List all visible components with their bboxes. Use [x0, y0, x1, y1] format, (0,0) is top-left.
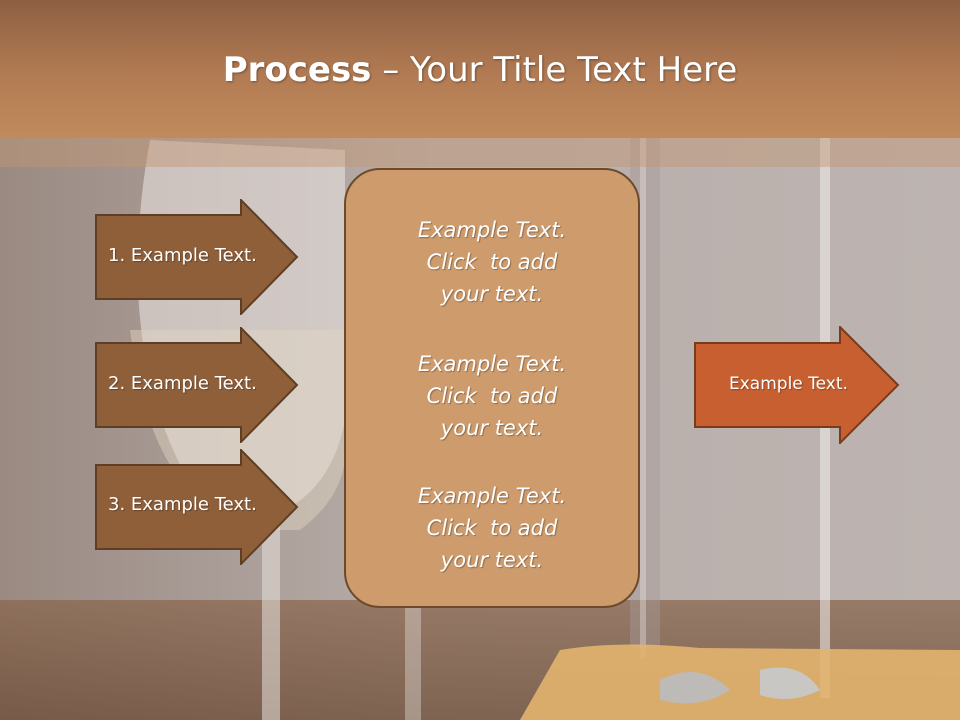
step-arrow-3[interactable] — [95, 449, 299, 565]
right-arrow-shape-icon — [95, 327, 299, 443]
result-arrow[interactable] — [694, 326, 900, 444]
slide-title[interactable]: Process – Your Title Text Here — [0, 50, 960, 90]
header-band — [0, 138, 960, 167]
result-label[interactable]: Example Text. — [729, 374, 848, 394]
title-rest: – Your Title Text Here — [371, 50, 738, 90]
step-label-3[interactable]: 3. Example Text. — [108, 494, 257, 515]
center-line: Click to add — [426, 250, 558, 274]
header-bar — [0, 0, 960, 138]
center-line: Click to add — [426, 384, 558, 408]
center-line: your text. — [440, 548, 544, 572]
center-line: Example Text. — [417, 484, 567, 508]
right-arrow-shape-icon — [694, 326, 900, 444]
right-arrow-shape-icon — [95, 449, 299, 565]
center-line: Click to add — [426, 516, 558, 540]
center-text-block-2[interactable]: Example Text. Click to add your text. — [346, 348, 638, 444]
step-arrow-1[interactable] — [95, 199, 299, 315]
step-arrow-2[interactable] — [95, 327, 299, 443]
center-line: your text. — [440, 416, 544, 440]
center-text-block-3[interactable]: Example Text. Click to add your text. — [346, 480, 638, 576]
step-label-1[interactable]: 1. Example Text. — [108, 245, 257, 266]
center-line: Example Text. — [417, 352, 567, 376]
step-label-2[interactable]: 2. Example Text. — [108, 373, 257, 394]
title-bold: Process — [222, 50, 372, 90]
right-arrow-shape-icon — [95, 199, 299, 315]
center-line: your text. — [440, 282, 544, 306]
center-text-box[interactable]: Example Text. Click to add your text. Ex… — [344, 168, 640, 608]
center-text-block-1[interactable]: Example Text. Click to add your text. — [346, 214, 638, 310]
center-line: Example Text. — [417, 218, 567, 242]
